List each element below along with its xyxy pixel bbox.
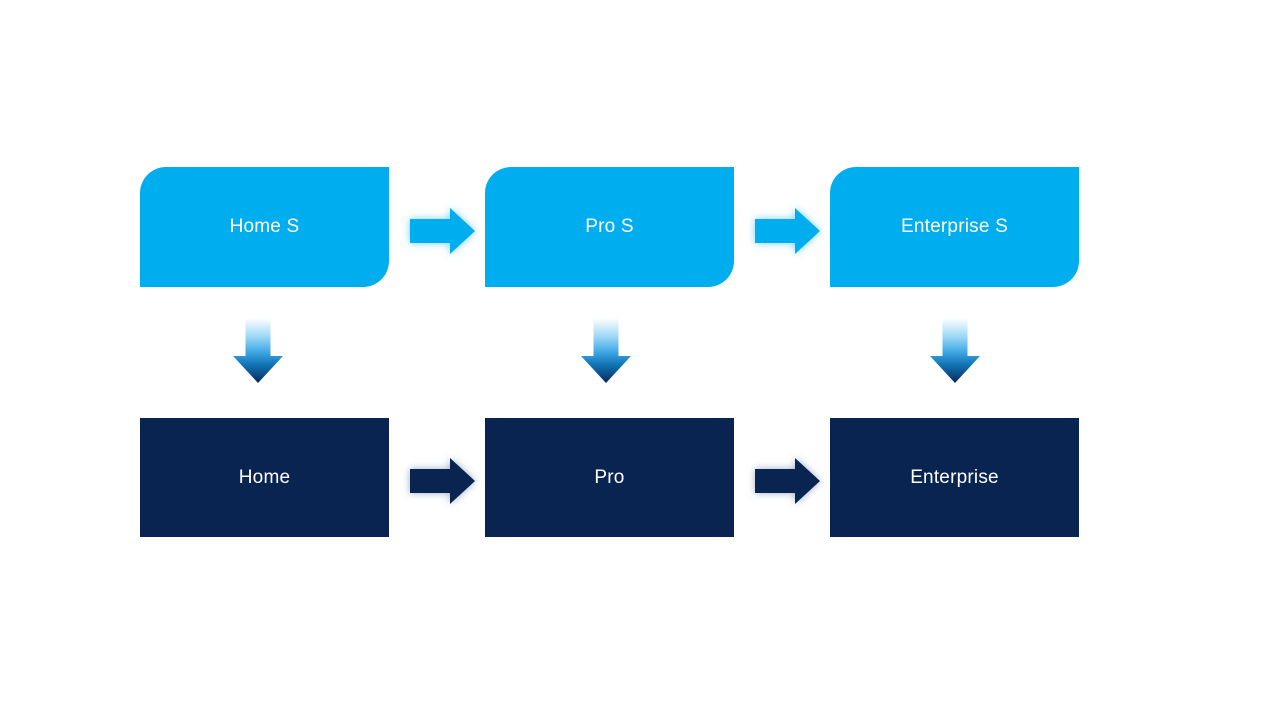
box-home-label: Home	[238, 466, 291, 488]
box-pro-s-label: Pro S	[585, 216, 634, 237]
box-enterprise-s-label: Enterprise S	[901, 216, 1008, 237]
box-enterprise: Enterprise	[830, 418, 1079, 537]
box-enterprise-label: Enterprise	[910, 466, 999, 488]
box-enterprise-s: Enterprise S	[830, 167, 1079, 287]
box-pro-label: Pro	[594, 466, 625, 488]
box-pro-s: Pro S	[485, 167, 734, 287]
right-arrow-icon	[410, 208, 475, 254]
box-home-s-label: Home S	[229, 216, 300, 237]
down-arrow-icon	[930, 318, 980, 383]
down-arrow-icon	[233, 318, 283, 383]
down-arrow-icon	[581, 318, 631, 383]
box-home-s: Home S	[140, 167, 389, 287]
right-arrow-icon	[755, 208, 820, 254]
right-arrow-icon	[755, 458, 820, 504]
box-pro: Pro	[485, 418, 734, 537]
right-arrow-icon	[410, 458, 475, 504]
box-home: Home	[140, 418, 389, 537]
